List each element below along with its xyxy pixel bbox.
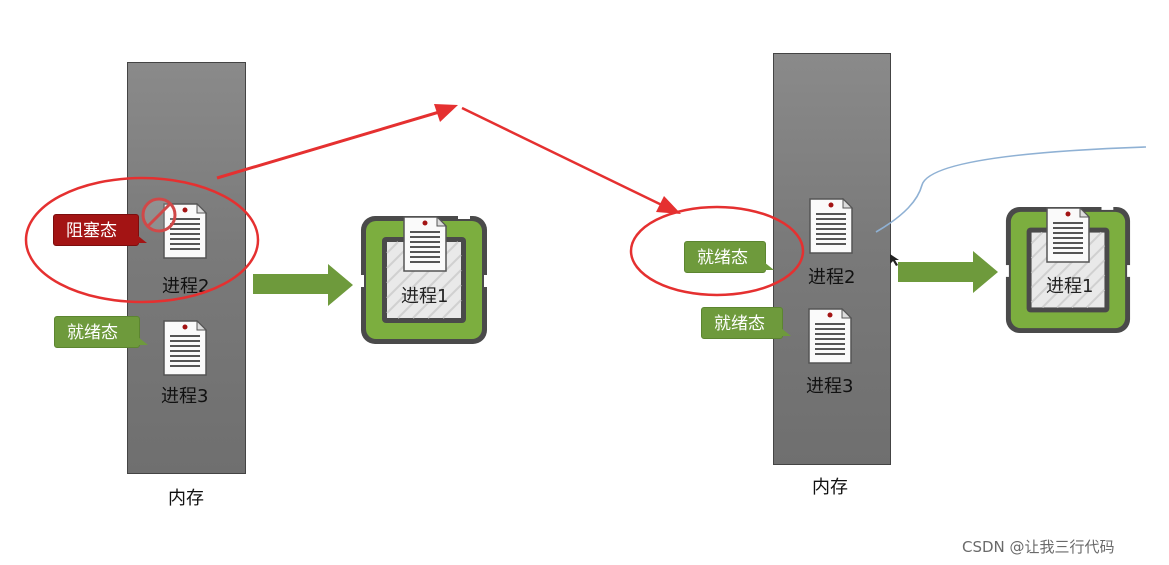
watermark: CSDN @让我三行代码 bbox=[962, 538, 1115, 556]
cpu-process-label-right: 进程1 bbox=[1046, 276, 1094, 297]
memory-label-right: 内存 bbox=[812, 477, 848, 498]
red-arrow-up bbox=[216, 108, 447, 180]
memory-label-left: 内存 bbox=[168, 488, 204, 509]
green-arrow-left bbox=[253, 264, 353, 306]
red-arrow-down bbox=[461, 106, 669, 210]
cursor-icon bbox=[890, 254, 899, 266]
document-icon bbox=[403, 216, 447, 272]
process-2-label-left: 进程2 bbox=[162, 276, 210, 297]
ready-state-badge-right-p2: 就绪态 bbox=[684, 241, 774, 273]
cpu-process-label-left: 进程1 bbox=[401, 286, 449, 307]
highlight-ellipse-left bbox=[24, 176, 260, 304]
document-icon bbox=[809, 198, 853, 254]
document-icon bbox=[1046, 207, 1090, 263]
ready-state-badge-left: 就绪态 bbox=[54, 316, 148, 348]
document-icon bbox=[808, 308, 852, 364]
blue-curve bbox=[875, 146, 1147, 233]
highlight-ellipse-right bbox=[629, 205, 805, 297]
document-icon bbox=[163, 320, 207, 376]
green-arrow-right bbox=[898, 251, 998, 293]
memory-block-left bbox=[127, 62, 246, 474]
process-3-label-left: 进程3 bbox=[161, 386, 209, 407]
process-3-label-right: 进程3 bbox=[806, 376, 854, 397]
ready-state-badge-right-p3: 就绪态 bbox=[701, 307, 791, 339]
no-entry-icon bbox=[141, 197, 177, 233]
blocked-state-badge: 阻塞态 bbox=[53, 214, 147, 246]
process-2-label-right: 进程2 bbox=[808, 267, 856, 288]
memory-block-right bbox=[773, 53, 891, 465]
